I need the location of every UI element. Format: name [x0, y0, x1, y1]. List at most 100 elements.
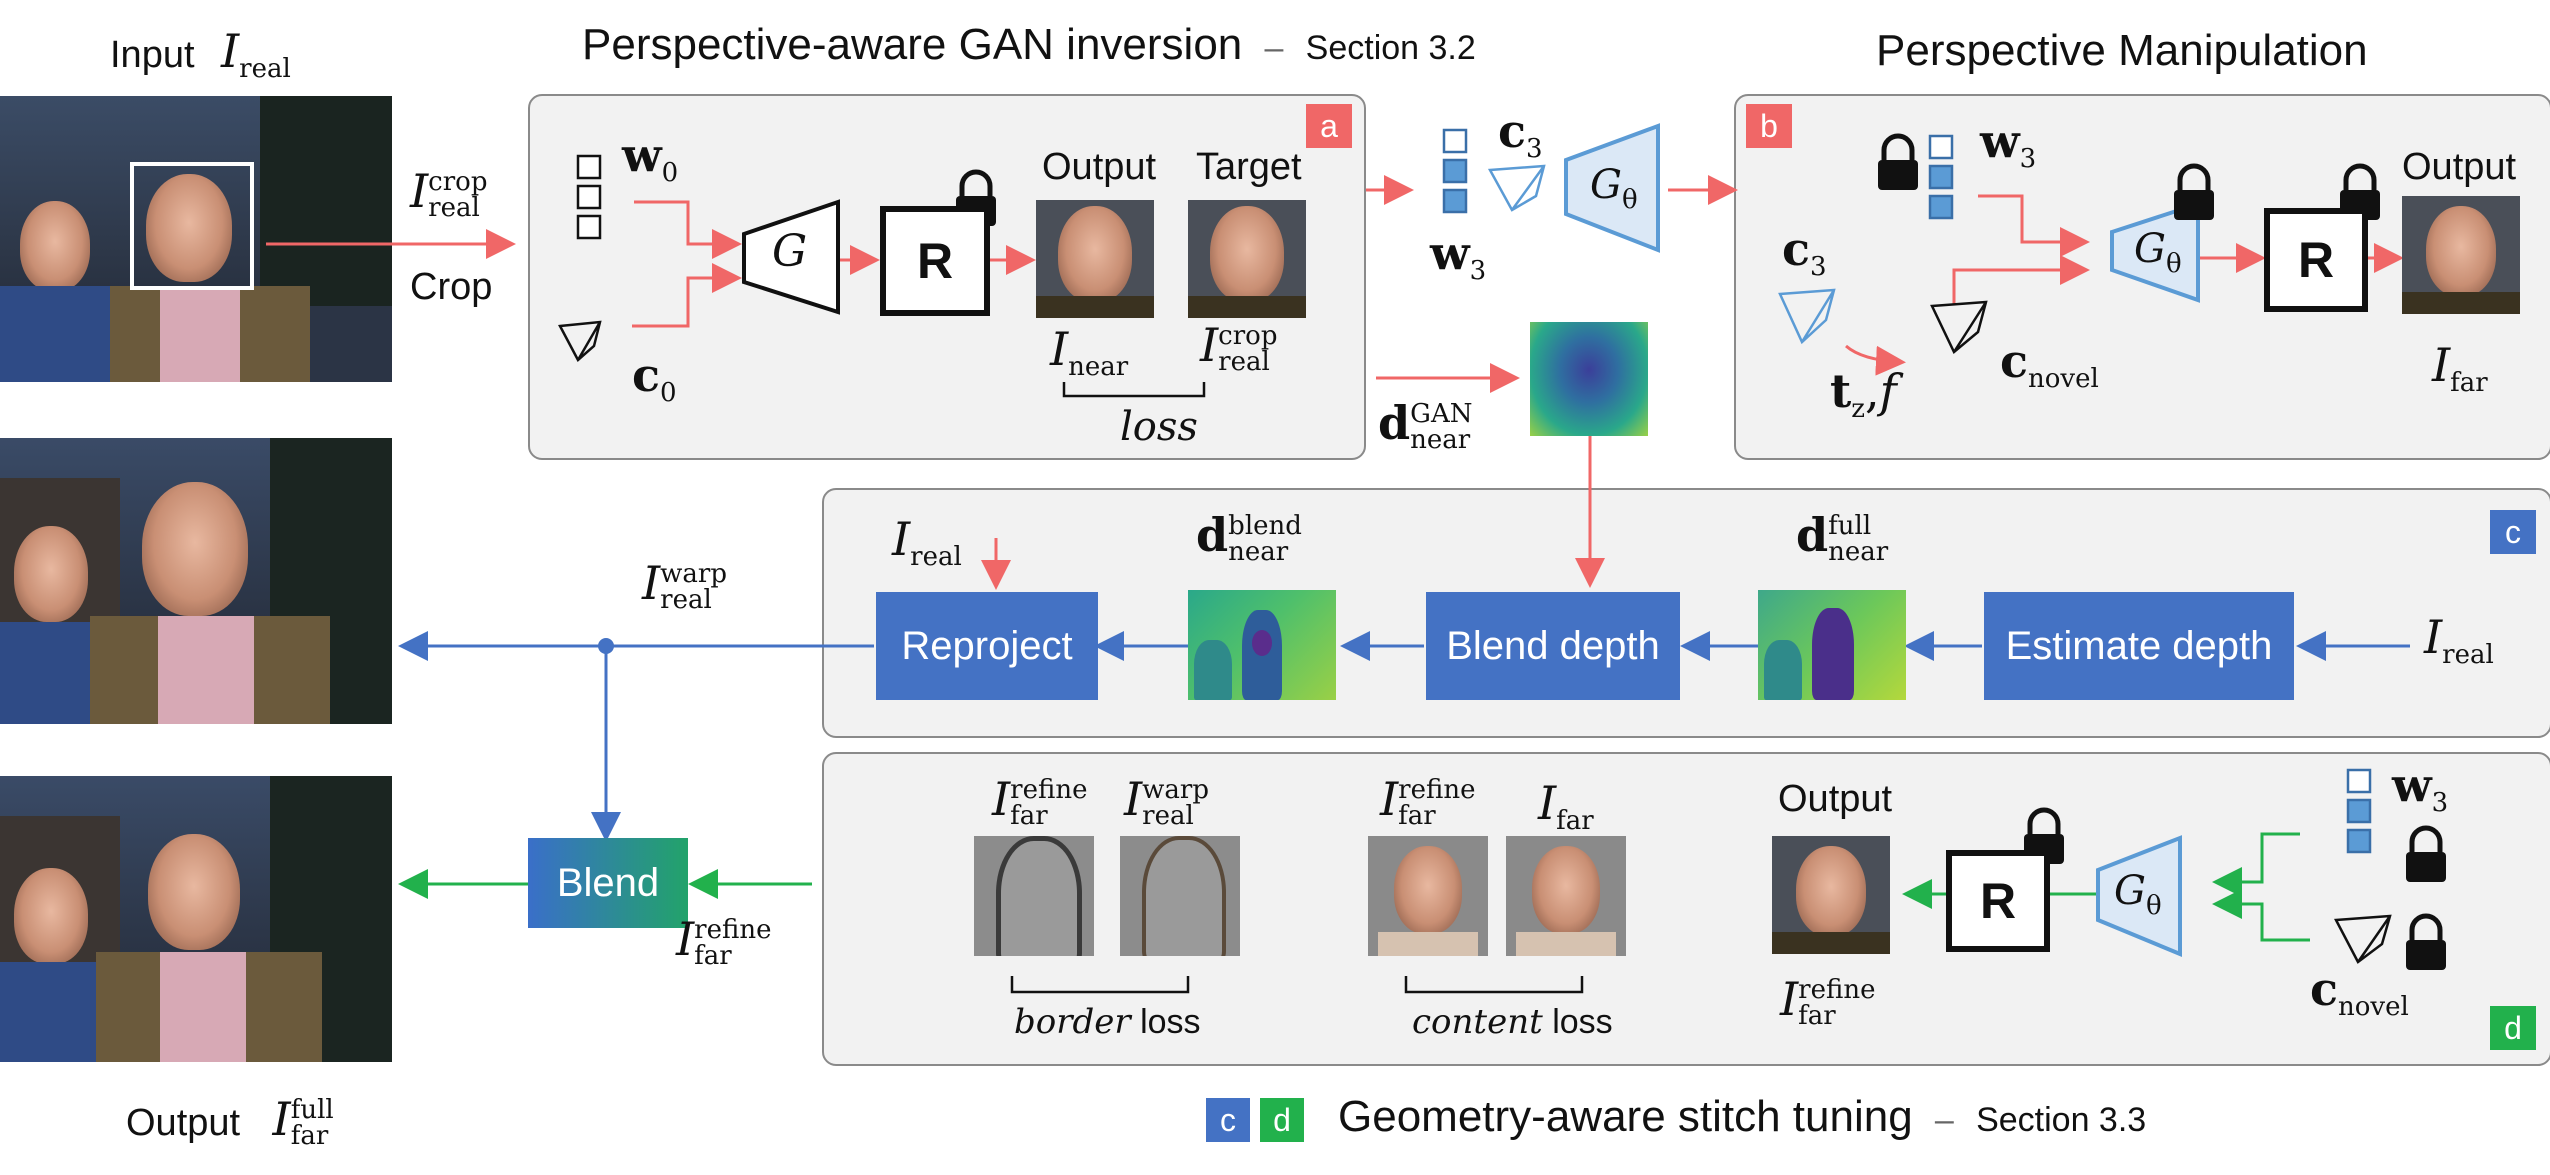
- R-renderer-d: R: [1946, 850, 2050, 952]
- reproject-box: Reproject: [876, 592, 1098, 700]
- G-theta-b-label: Gθ: [2134, 226, 2182, 279]
- depth-full-map: [1758, 590, 1906, 700]
- inversion-title: Perspective-aware GAN inversion – Sectio…: [582, 20, 1476, 70]
- blend-sup: blend: [1228, 511, 1302, 541]
- I-sym-target: I: [1200, 318, 1219, 372]
- I-real-crop-image: [1188, 200, 1306, 318]
- border-loss-label: border loss: [1014, 1002, 1201, 1042]
- inversion-section: Section 3.2: [1305, 29, 1476, 67]
- depth-blend-map: [1188, 590, 1336, 700]
- camera-frustum-icon: [558, 320, 602, 362]
- near-sub-blend: near: [1228, 537, 1289, 567]
- R-renderer-b: R: [2264, 208, 2368, 312]
- novel-sub-d: novel: [2338, 992, 2409, 1022]
- d-sym-gan: d: [1378, 396, 1411, 450]
- I-sym-d4: I: [1538, 776, 1557, 830]
- tz-f-label: tz,f: [1830, 364, 1897, 424]
- far-sub: far: [290, 1121, 329, 1151]
- I-sym-out: I: [272, 1092, 291, 1146]
- stitch-title-text: Geometry-aware stitch tuning: [1338, 1092, 1913, 1141]
- far-sub-b: far: [2450, 368, 2488, 398]
- crop-label: Crop: [410, 266, 493, 308]
- G-sym-b: G: [2134, 226, 2166, 272]
- w3-b-label: w3: [1980, 114, 2036, 174]
- I-sym: I: [220, 24, 240, 78]
- I-sym-c2: I: [2424, 610, 2443, 664]
- G-sym: G: [1590, 162, 1622, 208]
- f-sym: f: [1879, 364, 1897, 418]
- w3-sub: 3: [1469, 256, 1487, 286]
- I-far-image: [2402, 196, 2520, 314]
- w3-sub-d: 3: [2431, 788, 2449, 818]
- real-sub-target: real: [1218, 347, 1270, 377]
- generator-trapezoid-icon: [1564, 123, 1660, 253]
- border-loss-word: loss: [1140, 1003, 1201, 1041]
- panel-a-output-label: Output: [1042, 146, 1157, 188]
- w3-sym: w: [1430, 226, 1470, 280]
- content-word: content: [1412, 1002, 1543, 1042]
- content-face-2: [1506, 836, 1626, 956]
- full-sup: full: [290, 1095, 334, 1125]
- c3-sym-b: c: [1782, 222, 1811, 276]
- content-loss-label: content loss: [1412, 1002, 1613, 1042]
- stitch-tag-d: d: [1260, 1098, 1304, 1142]
- far-sub-d4: far: [1556, 806, 1594, 836]
- output-word: Output: [126, 1102, 241, 1144]
- input-word: Input: [110, 34, 195, 76]
- lock-icon: [2406, 913, 2446, 970]
- border-word: border: [1014, 1002, 1131, 1042]
- junction-dot: [598, 638, 614, 654]
- I-sym-crop: I: [410, 164, 429, 218]
- latent-vector-icon: [1442, 128, 1468, 214]
- border-mask-1: [974, 836, 1094, 956]
- blend-box: Blend: [528, 838, 688, 928]
- real-sub-warp: real: [660, 585, 712, 615]
- warp-sup: warp: [660, 559, 727, 589]
- estimate-depth-box: Estimate depth: [1984, 592, 2294, 700]
- w3-d-label: w3: [2392, 758, 2448, 818]
- G-generator-label: G: [772, 226, 808, 277]
- w0-label: w0: [622, 128, 678, 188]
- warp-sup-d2: warp: [1142, 775, 1209, 805]
- theta-sub-d: θ: [2145, 891, 2162, 921]
- c3-sym: c: [1498, 104, 1527, 158]
- inversion-dash: –: [1264, 29, 1284, 67]
- c-novel-d-label: cnovel: [2310, 962, 2409, 1022]
- I-real-c-left-label: Ireal: [892, 512, 962, 572]
- w3-top-label: w3: [1430, 226, 1486, 286]
- near-sub-gan: near: [1410, 425, 1471, 455]
- c-novel-sym: c: [2000, 334, 2029, 388]
- novel-sub: novel: [2028, 364, 2099, 394]
- border-mask-2: [1120, 836, 1240, 956]
- far-sub-refine-left: far: [694, 941, 732, 971]
- d-sym-full: d: [1796, 508, 1829, 562]
- c3-sub-b: 3: [1810, 252, 1827, 282]
- latent-vector-icon: [576, 154, 602, 240]
- lock-icon: [2406, 825, 2446, 882]
- lock-icon: [1878, 133, 1918, 190]
- camera-frustum-icon: [1778, 288, 1836, 345]
- camera-frustum-icon: [1930, 300, 1988, 354]
- theta-sub: θ: [1621, 185, 1638, 215]
- I-sym-d2: I: [1124, 772, 1143, 826]
- G-sym-d: G: [2114, 868, 2146, 914]
- generator-trapezoid-icon: [742, 199, 840, 315]
- w3-sym-b: w: [1980, 114, 2020, 168]
- I-sym-d1: I: [992, 772, 1011, 826]
- far-sub-d1: far: [1010, 801, 1048, 831]
- comma: ,: [1864, 364, 1880, 418]
- I-sym-d5: I: [1780, 972, 1799, 1026]
- panel-d-tag: d: [2490, 1006, 2536, 1050]
- stitch-section: Section 3.3: [1976, 1101, 2147, 1139]
- real-sub-c1: real: [910, 542, 962, 572]
- stitch-title: Geometry-aware stitch tuning – Section 3…: [1338, 1092, 2146, 1142]
